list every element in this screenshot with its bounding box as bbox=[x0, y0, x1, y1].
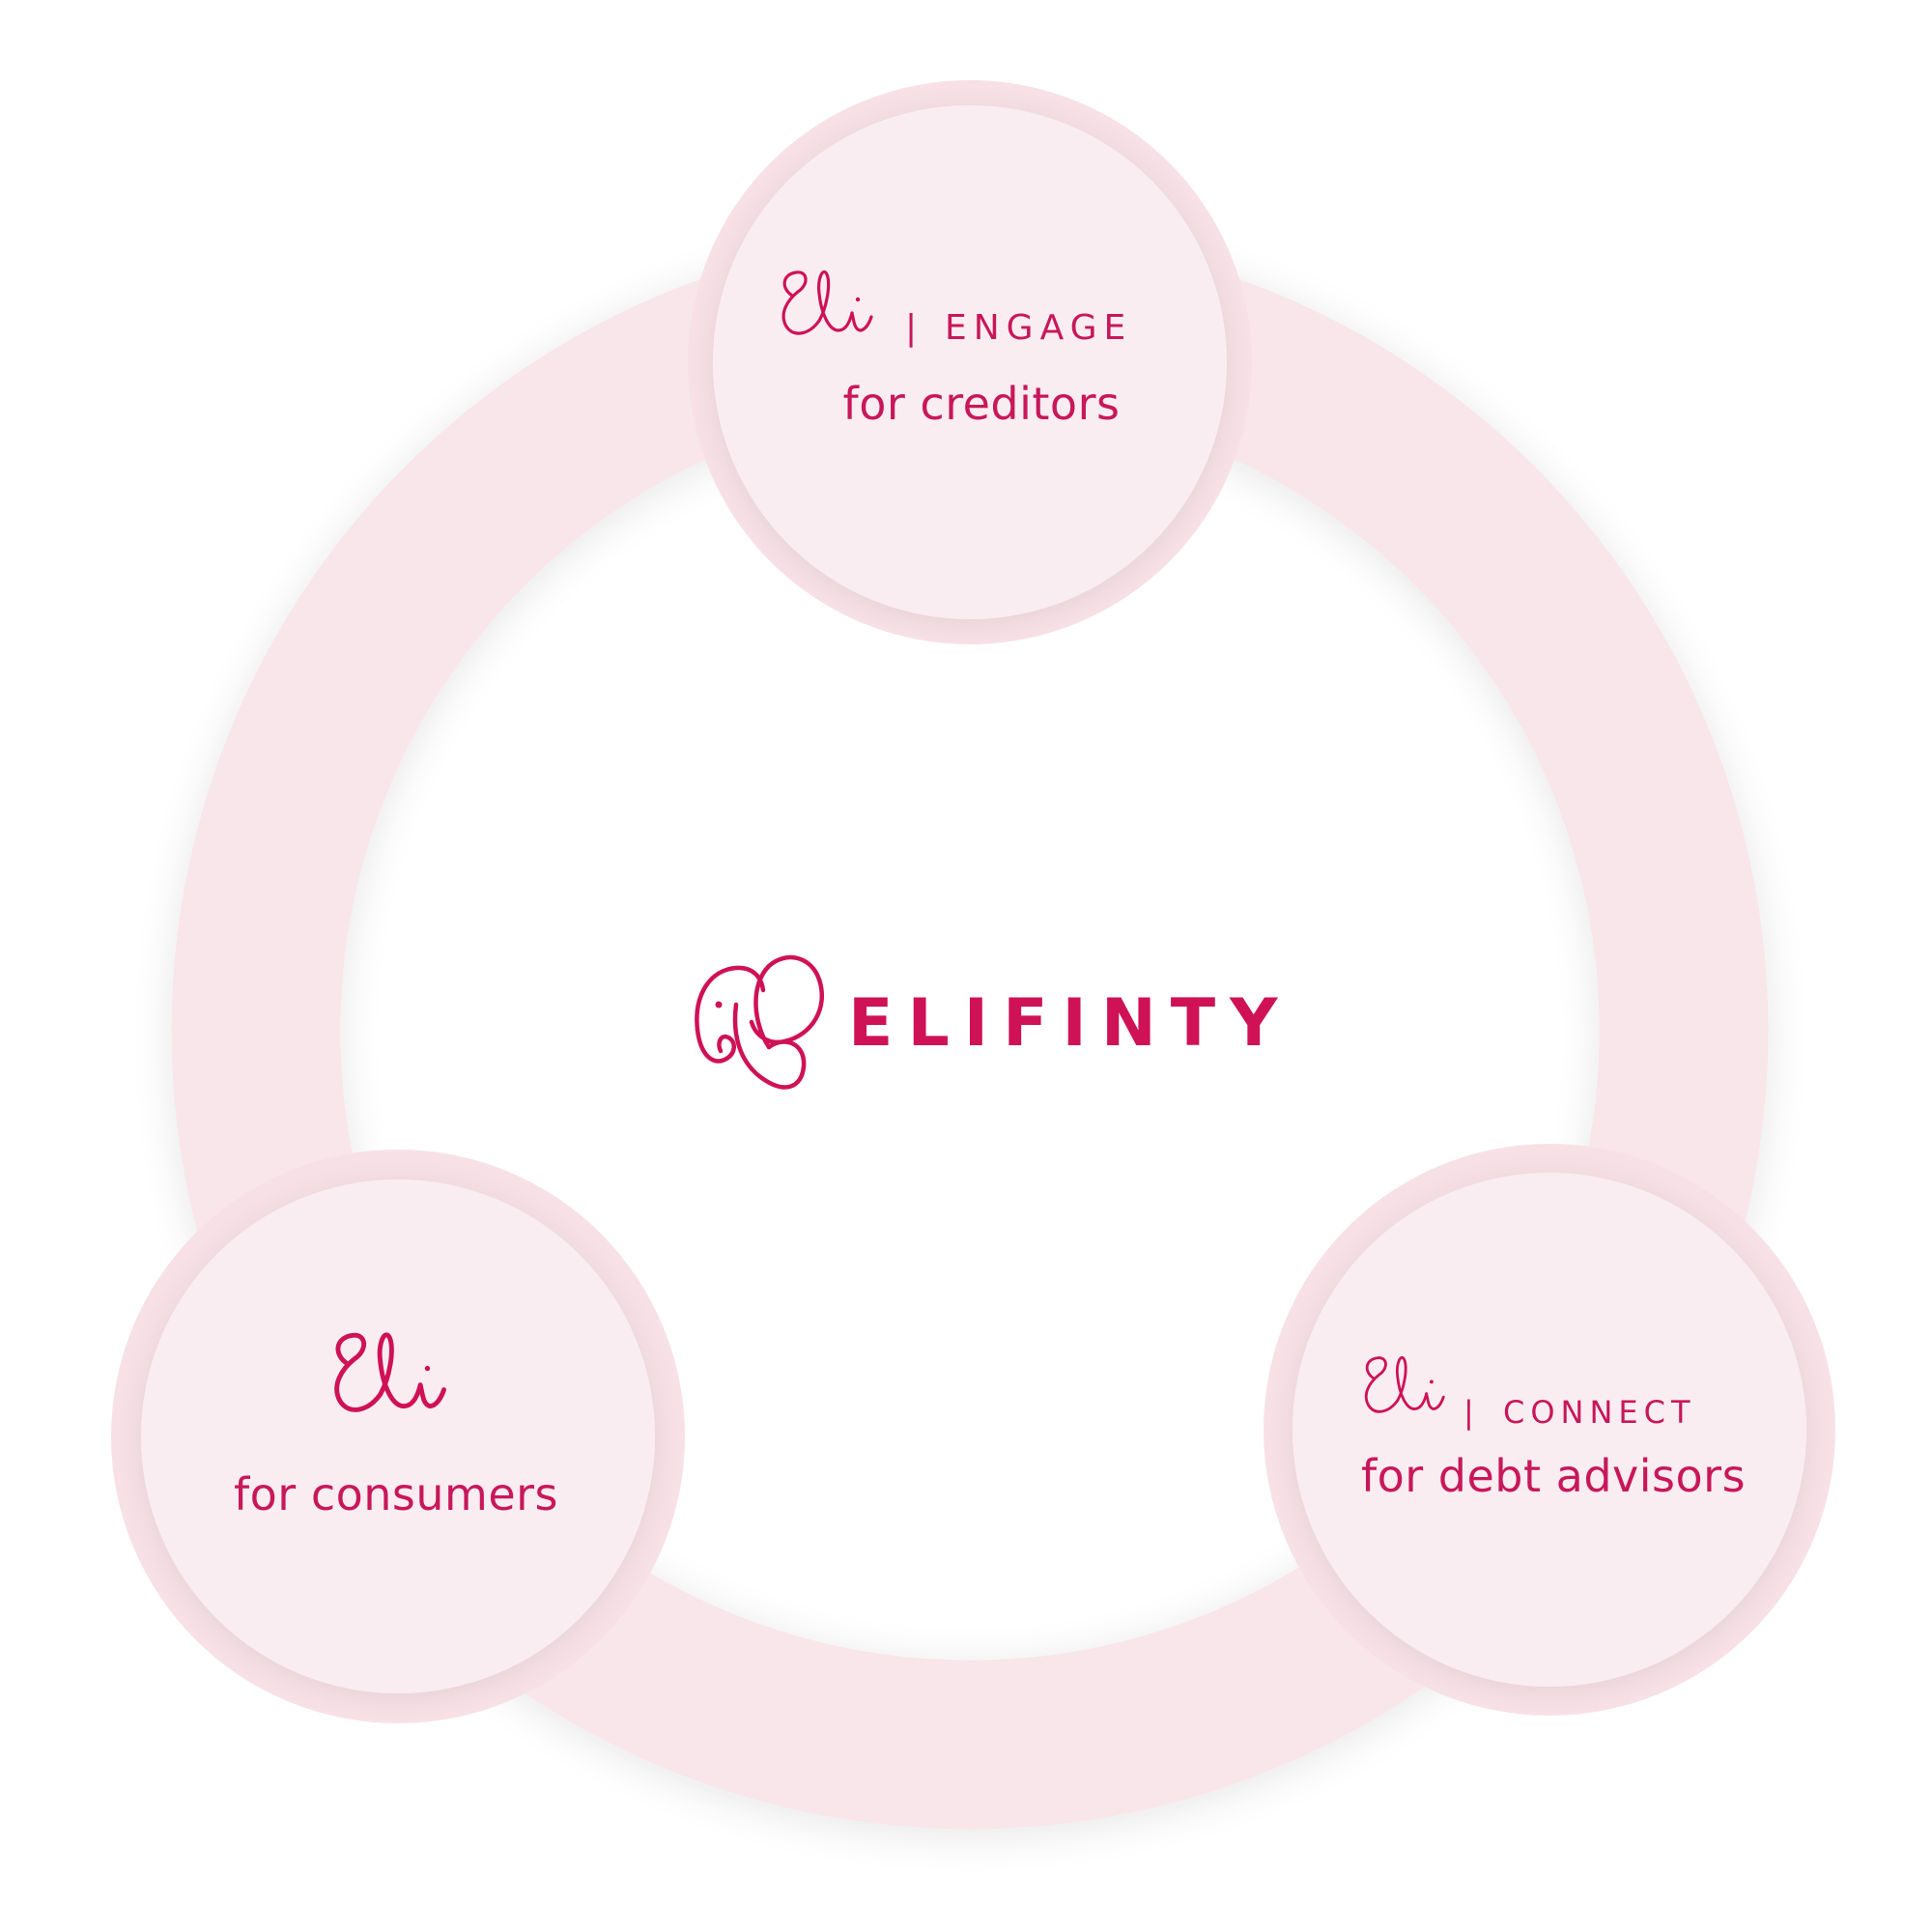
elephant-logo-icon bbox=[695, 954, 825, 1090]
node-creditors: | ENGAGE for creditors bbox=[688, 80, 1252, 644]
brand-name: ELIFINTY bbox=[848, 985, 1292, 1062]
eli-script-logo bbox=[781, 270, 873, 335]
node-circle bbox=[1293, 1173, 1806, 1687]
separator: | bbox=[1463, 1394, 1481, 1431]
product-name-connect: CONNECT bbox=[1503, 1394, 1696, 1431]
eli-script-logo bbox=[334, 1332, 447, 1412]
node-circle bbox=[713, 105, 1227, 619]
node-circle bbox=[141, 1179, 655, 1693]
product-name-engage: ENGAGE bbox=[945, 308, 1132, 348]
separator: | bbox=[905, 308, 923, 348]
node-label-debt-advisors: for debt advisors bbox=[1361, 1450, 1746, 1502]
center-logo: ELIFINTY bbox=[695, 954, 1292, 1090]
node-consumers: for consumers bbox=[111, 1150, 685, 1723]
node-label-consumers: for consumers bbox=[234, 1468, 558, 1520]
eli-script-logo bbox=[1364, 1355, 1445, 1413]
node-label-creditors: for creditors bbox=[843, 378, 1121, 430]
node-debt-advisors: | CONNECT for debt advisors bbox=[1264, 1144, 1835, 1716]
